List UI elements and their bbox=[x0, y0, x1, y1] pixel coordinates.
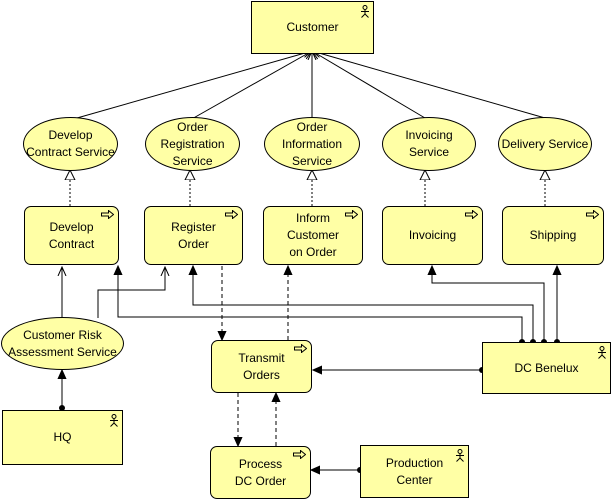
develop-contract-process[interactable]: Develop Contract bbox=[24, 206, 119, 265]
inform-customer-process[interactable]: Inform Customer on Order bbox=[263, 206, 363, 265]
inform-customer-label: Inform Customer on Order bbox=[286, 211, 339, 259]
process-arrow-icon bbox=[465, 210, 478, 219]
production-center-actor[interactable]: Production Center bbox=[360, 445, 469, 498]
hq-actor[interactable]: HQ bbox=[2, 410, 123, 465]
delivery-service[interactable]: Delivery Service bbox=[498, 117, 592, 171]
transmit-orders-label: Transmit Orders bbox=[238, 350, 285, 382]
customer-label: Customer bbox=[286, 20, 339, 34]
invoicing-process[interactable]: Invoicing bbox=[382, 206, 483, 265]
customer-risk-label: Customer Risk Assessment Service bbox=[8, 327, 117, 359]
actor-icon bbox=[110, 414, 118, 427]
order-registration-service[interactable]: Order Registration Service bbox=[145, 117, 240, 171]
process-dc-order-label: Process DC Order bbox=[234, 456, 287, 488]
shipping-process[interactable]: Shipping bbox=[502, 206, 604, 265]
production-center-label: Production Center bbox=[385, 455, 444, 487]
realization-connectors bbox=[70, 170, 545, 206]
process-arrow-icon bbox=[345, 210, 358, 219]
order-information-service-label: Order Information Service bbox=[281, 119, 343, 168]
invoicing-label: Invoicing bbox=[408, 228, 457, 242]
register-order-process[interactable]: Register Order bbox=[144, 206, 243, 265]
process-arrow-icon bbox=[293, 450, 306, 459]
assignment-connectors bbox=[62, 266, 557, 470]
develop-contract-service[interactable]: Develop Contract Service bbox=[23, 117, 118, 171]
process-dc-order-process[interactable]: Process DC Order bbox=[210, 446, 311, 499]
process-arrow-icon bbox=[586, 210, 599, 219]
order-information-service[interactable]: Order Information Service bbox=[264, 117, 360, 171]
process-arrow-icon bbox=[101, 210, 114, 219]
develop-contract-label: Develop Contract bbox=[48, 219, 95, 251]
transmit-orders-process[interactable]: Transmit Orders bbox=[211, 340, 312, 393]
dc-benelux-actor[interactable]: DC Benelux bbox=[482, 342, 611, 394]
shipping-label: Shipping bbox=[529, 228, 577, 242]
actor-icon bbox=[456, 449, 464, 462]
develop-contract-service-label: Develop Contract Service bbox=[26, 128, 115, 159]
register-order-label: Register Order bbox=[171, 219, 216, 251]
customer-actor[interactable]: Customer bbox=[251, 1, 374, 54]
customer-fan-connectors bbox=[69, 51, 546, 121]
invoicing-service[interactable]: Invoicing Service bbox=[382, 117, 476, 171]
hq-label: HQ bbox=[53, 430, 72, 444]
process-arrow-icon bbox=[294, 344, 307, 353]
dc-benelux-label: DC Benelux bbox=[514, 360, 579, 375]
flow-connectors bbox=[222, 266, 288, 446]
actor-icon bbox=[361, 5, 369, 18]
delivery-service-label: Delivery Service bbox=[501, 136, 589, 151]
customer-risk-assessment-service[interactable]: Customer Risk Assessment Service bbox=[1, 317, 124, 370]
process-arrow-icon bbox=[225, 210, 238, 219]
order-registration-service-label: Order Registration Service bbox=[160, 119, 225, 168]
actor-icon bbox=[598, 346, 606, 359]
invoicing-service-label: Invoicing Service bbox=[405, 128, 453, 159]
